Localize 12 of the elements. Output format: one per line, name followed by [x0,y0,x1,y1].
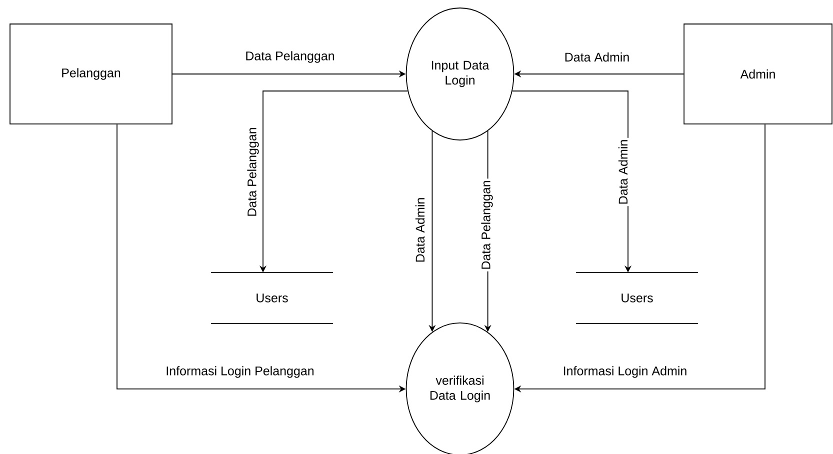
edge-label: Data Admin [562,50,632,64]
edge-label: Informasi Login Admin [561,364,689,380]
edge-label: Informasi Login Pelanggan [164,364,316,380]
edge-label: Data Admin [414,196,426,264]
edge-label: Data Pelanggan [244,50,336,64]
edge-label: Data Admin [616,138,630,206]
entity-box: Admin [684,24,832,124]
entity-box: Pelanggan [10,24,172,124]
data-store: Users [210,272,334,324]
data-store: Users [576,272,698,324]
edge-label: Data Pelanggan [246,126,260,218]
edge-label: Data Pelanggan [480,178,494,272]
